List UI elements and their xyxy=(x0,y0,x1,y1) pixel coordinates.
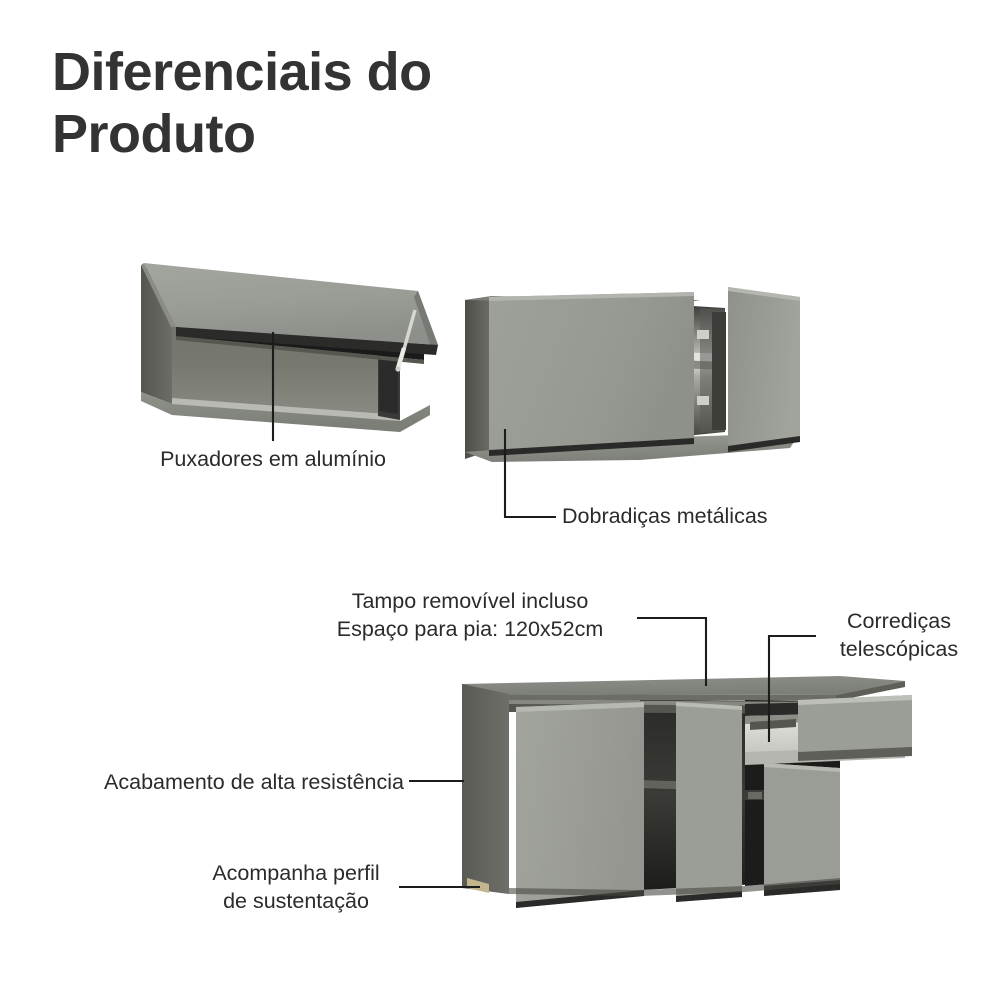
callout-corredicas-telescopicas: Corrediças telescópicas xyxy=(839,609,959,661)
cabinet-b-right-inner xyxy=(712,312,726,430)
leader-dobradicas xyxy=(503,429,556,519)
removable-countertop xyxy=(462,676,905,701)
metal-hinge xyxy=(697,330,709,405)
callout-acompanha-perfil-sustentacao: Acompanha perfil de sustentação xyxy=(212,861,380,913)
leader-tampo xyxy=(637,616,708,686)
cabinet-b-right-door xyxy=(728,287,800,452)
leader-corredicas xyxy=(767,634,816,742)
callout-acabamento-alta-resistencia: Acabamento de alta resistência xyxy=(104,770,404,794)
cabinet-c-bottom-edge xyxy=(509,878,840,896)
support-profile-foot xyxy=(467,878,489,893)
cabinet-c-door-middle xyxy=(676,702,742,902)
flip-up-door xyxy=(141,263,438,355)
cabinet-b-left-side xyxy=(465,296,492,459)
hinge-piston xyxy=(395,309,417,372)
callout-tampo-removivel: Tampo removível incluso Espaço para pia:… xyxy=(336,589,604,641)
page-title: Diferenciais do Produto xyxy=(52,42,432,164)
callout-puxadores-em-aluminio: Puxadores em alumínio xyxy=(160,447,386,471)
callout-dobradicas-metalicas: Dobradiças metálicas xyxy=(562,504,768,528)
cabinet-c-left-side xyxy=(462,684,509,894)
cabinet-b-left-door xyxy=(489,292,694,456)
drawer-open xyxy=(745,695,912,765)
